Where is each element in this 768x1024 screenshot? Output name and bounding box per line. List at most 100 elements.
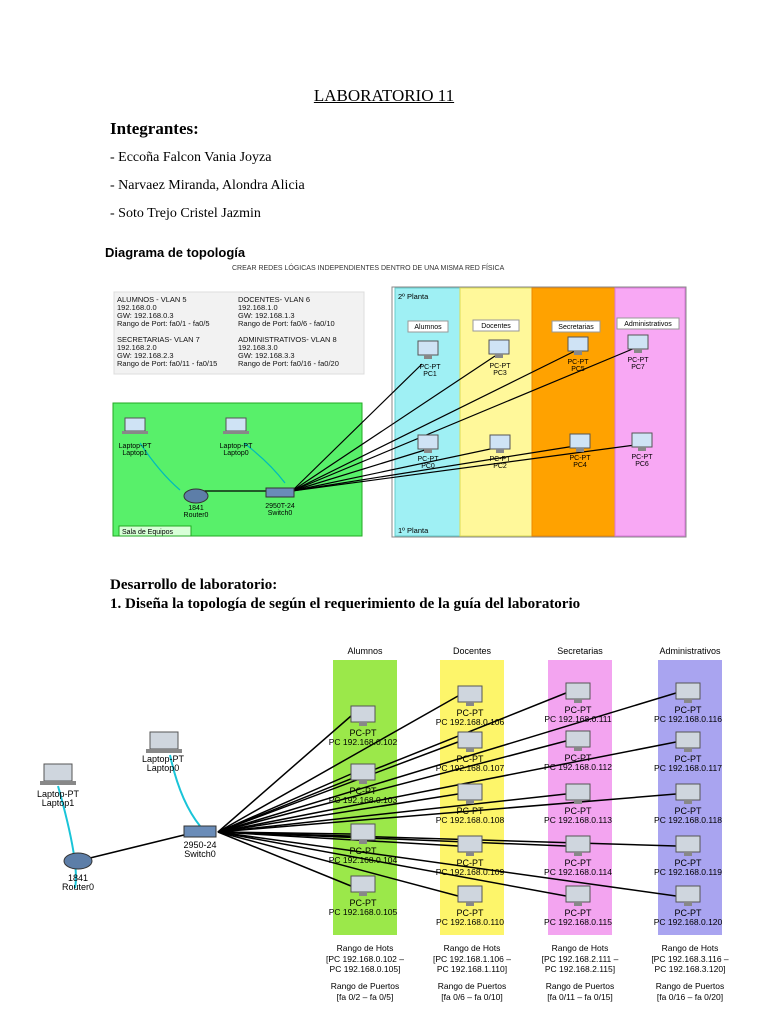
svg-text:PC0: PC0	[421, 463, 435, 470]
hosts-range-end-2: PC 192.168.2.115]	[545, 964, 615, 974]
pc0-node[interactable]: PC-PT PC0	[417, 434, 440, 470]
pc6-node[interactable]: PC-PT PC6	[631, 432, 654, 468]
vlan-8-gw: GW: 192.168.3.3	[238, 351, 295, 360]
svg-text:Router0: Router0	[62, 882, 94, 892]
pc-type: PC-PT	[565, 858, 593, 868]
hosts-label-2: Rango de Hots	[552, 943, 609, 953]
ports-label-1: Rango de Puertos	[438, 981, 507, 991]
pc3-node[interactable]: PC-PT PC3	[488, 339, 511, 377]
vlan-6-net: 192.168.1.0	[238, 303, 278, 312]
vlan-5-ports: Rango de Port: fa0/1 - fa0/5	[117, 319, 210, 328]
zone-alumnos: Alumnos	[414, 324, 442, 331]
laptop0-node-2[interactable]: Laptop-PT Laptop0	[142, 731, 185, 773]
pc-type: PC-PT	[675, 908, 703, 918]
pc-ip: PC 192.168.0.105	[329, 907, 398, 917]
vlan-7-net: 192.168.2.0	[117, 343, 157, 352]
link-2-4	[217, 831, 567, 897]
svg-text:Laptop1: Laptop1	[122, 450, 147, 457]
vlan-6-ports: Rango de Port: fa0/6 - fa0/10	[238, 319, 335, 328]
pc-type: PC-PT	[675, 705, 703, 715]
link-3-4	[217, 831, 677, 897]
pc-ip: PC 192.168.0.111	[544, 714, 612, 724]
pc-ip: PC 192.168.0.119	[654, 867, 722, 877]
pc5-node[interactable]: PC-PT PC5	[567, 336, 590, 373]
pc-type: PC-PT	[350, 898, 378, 908]
link-3-2	[217, 793, 677, 833]
laptop1-node[interactable]: Laptop-PT Laptop1	[119, 417, 152, 457]
link-1-4	[217, 831, 459, 897]
laptop1-node-2[interactable]: Laptop-PT Laptop1	[37, 763, 80, 808]
svg-text:2950T-24: 2950T-24	[265, 503, 295, 510]
pc-type: PC-PT	[675, 806, 703, 816]
svg-text:Router0: Router0	[184, 512, 209, 519]
svg-text:Laptop0: Laptop0	[147, 763, 180, 773]
svg-text:PC1: PC1	[423, 371, 437, 378]
svg-text:Laptop-PT: Laptop-PT	[142, 754, 185, 764]
svg-text:PC5: PC5	[571, 366, 585, 373]
switch0-node-2[interactable]: 2950-24 Switch0	[183, 825, 217, 859]
pc1-node[interactable]: PC-PT PC1	[417, 340, 441, 378]
pc-type: PC-PT	[457, 708, 485, 718]
zone-administrativos: Administrativos	[624, 321, 672, 328]
pc-type: PC-PT	[675, 858, 703, 868]
pc-ip: PC 192.168.0.115	[544, 917, 612, 927]
switch0-node[interactable]: 2950T-24 Switch0	[265, 487, 295, 517]
hosts-range-end-3: PC 192.168.3.120]	[655, 964, 726, 974]
svg-text:PC-PT: PC-PT	[490, 456, 512, 463]
zone-label-0: Alumnos	[347, 646, 383, 656]
svg-text:PC-PT: PC-PT	[418, 456, 440, 463]
link-2-2	[217, 793, 567, 833]
vlan-6-name: DOCENTES- VLAN 6	[238, 295, 310, 304]
pc-type: PC-PT	[675, 754, 703, 764]
floor-2-label: 2º Planta	[398, 292, 429, 301]
pc7-node[interactable]: PC-PT PC7	[627, 334, 650, 371]
svg-text:1841: 1841	[68, 873, 88, 883]
laptop0-node[interactable]: Laptop-PT Laptop0	[220, 417, 253, 457]
svg-text:PC4: PC4	[573, 462, 587, 469]
link-1-1	[217, 741, 459, 833]
svg-text:1841: 1841	[188, 505, 204, 512]
pc-type: PC-PT	[457, 754, 485, 764]
ports-range-0: [fa 0/2 – fa 0/5]	[337, 992, 394, 1002]
pc-ip: PC 192.168.0.114	[544, 867, 612, 877]
hosts-label-1: Rango de Hots	[444, 943, 501, 953]
link-0-1	[217, 773, 352, 833]
pc-type: PC-PT	[350, 728, 378, 738]
pc4-node[interactable]: PC-PT PC4	[569, 433, 592, 469]
router0-node-2[interactable]: 1841 Router0	[62, 852, 94, 892]
svg-text:Switch0: Switch0	[268, 510, 293, 517]
link-2-1	[217, 740, 567, 833]
link-3-1	[217, 741, 677, 833]
vlan-5-name: ALUMNOS - VLAN 5	[117, 295, 187, 304]
pc-ip: PC 192.168.0.107	[436, 763, 505, 773]
pc-ip: PC 192.168.0.104	[329, 855, 398, 865]
pc-type: PC-PT	[457, 806, 485, 816]
hosts-range-0: [PC 192.168.0.102 –	[326, 954, 404, 964]
pc-ip: PC 192.168.0.103	[329, 795, 398, 805]
pc-type: PC-PT	[457, 858, 485, 868]
pc-type: PC-PT	[565, 908, 593, 918]
pc-type: PC-PT	[457, 908, 485, 918]
step-1: 1. Diseña la topología de según el reque…	[110, 596, 581, 612]
pc2-node[interactable]: PC-PT PC2	[489, 434, 512, 470]
router0-node[interactable]: 1841 Router0	[183, 488, 209, 519]
